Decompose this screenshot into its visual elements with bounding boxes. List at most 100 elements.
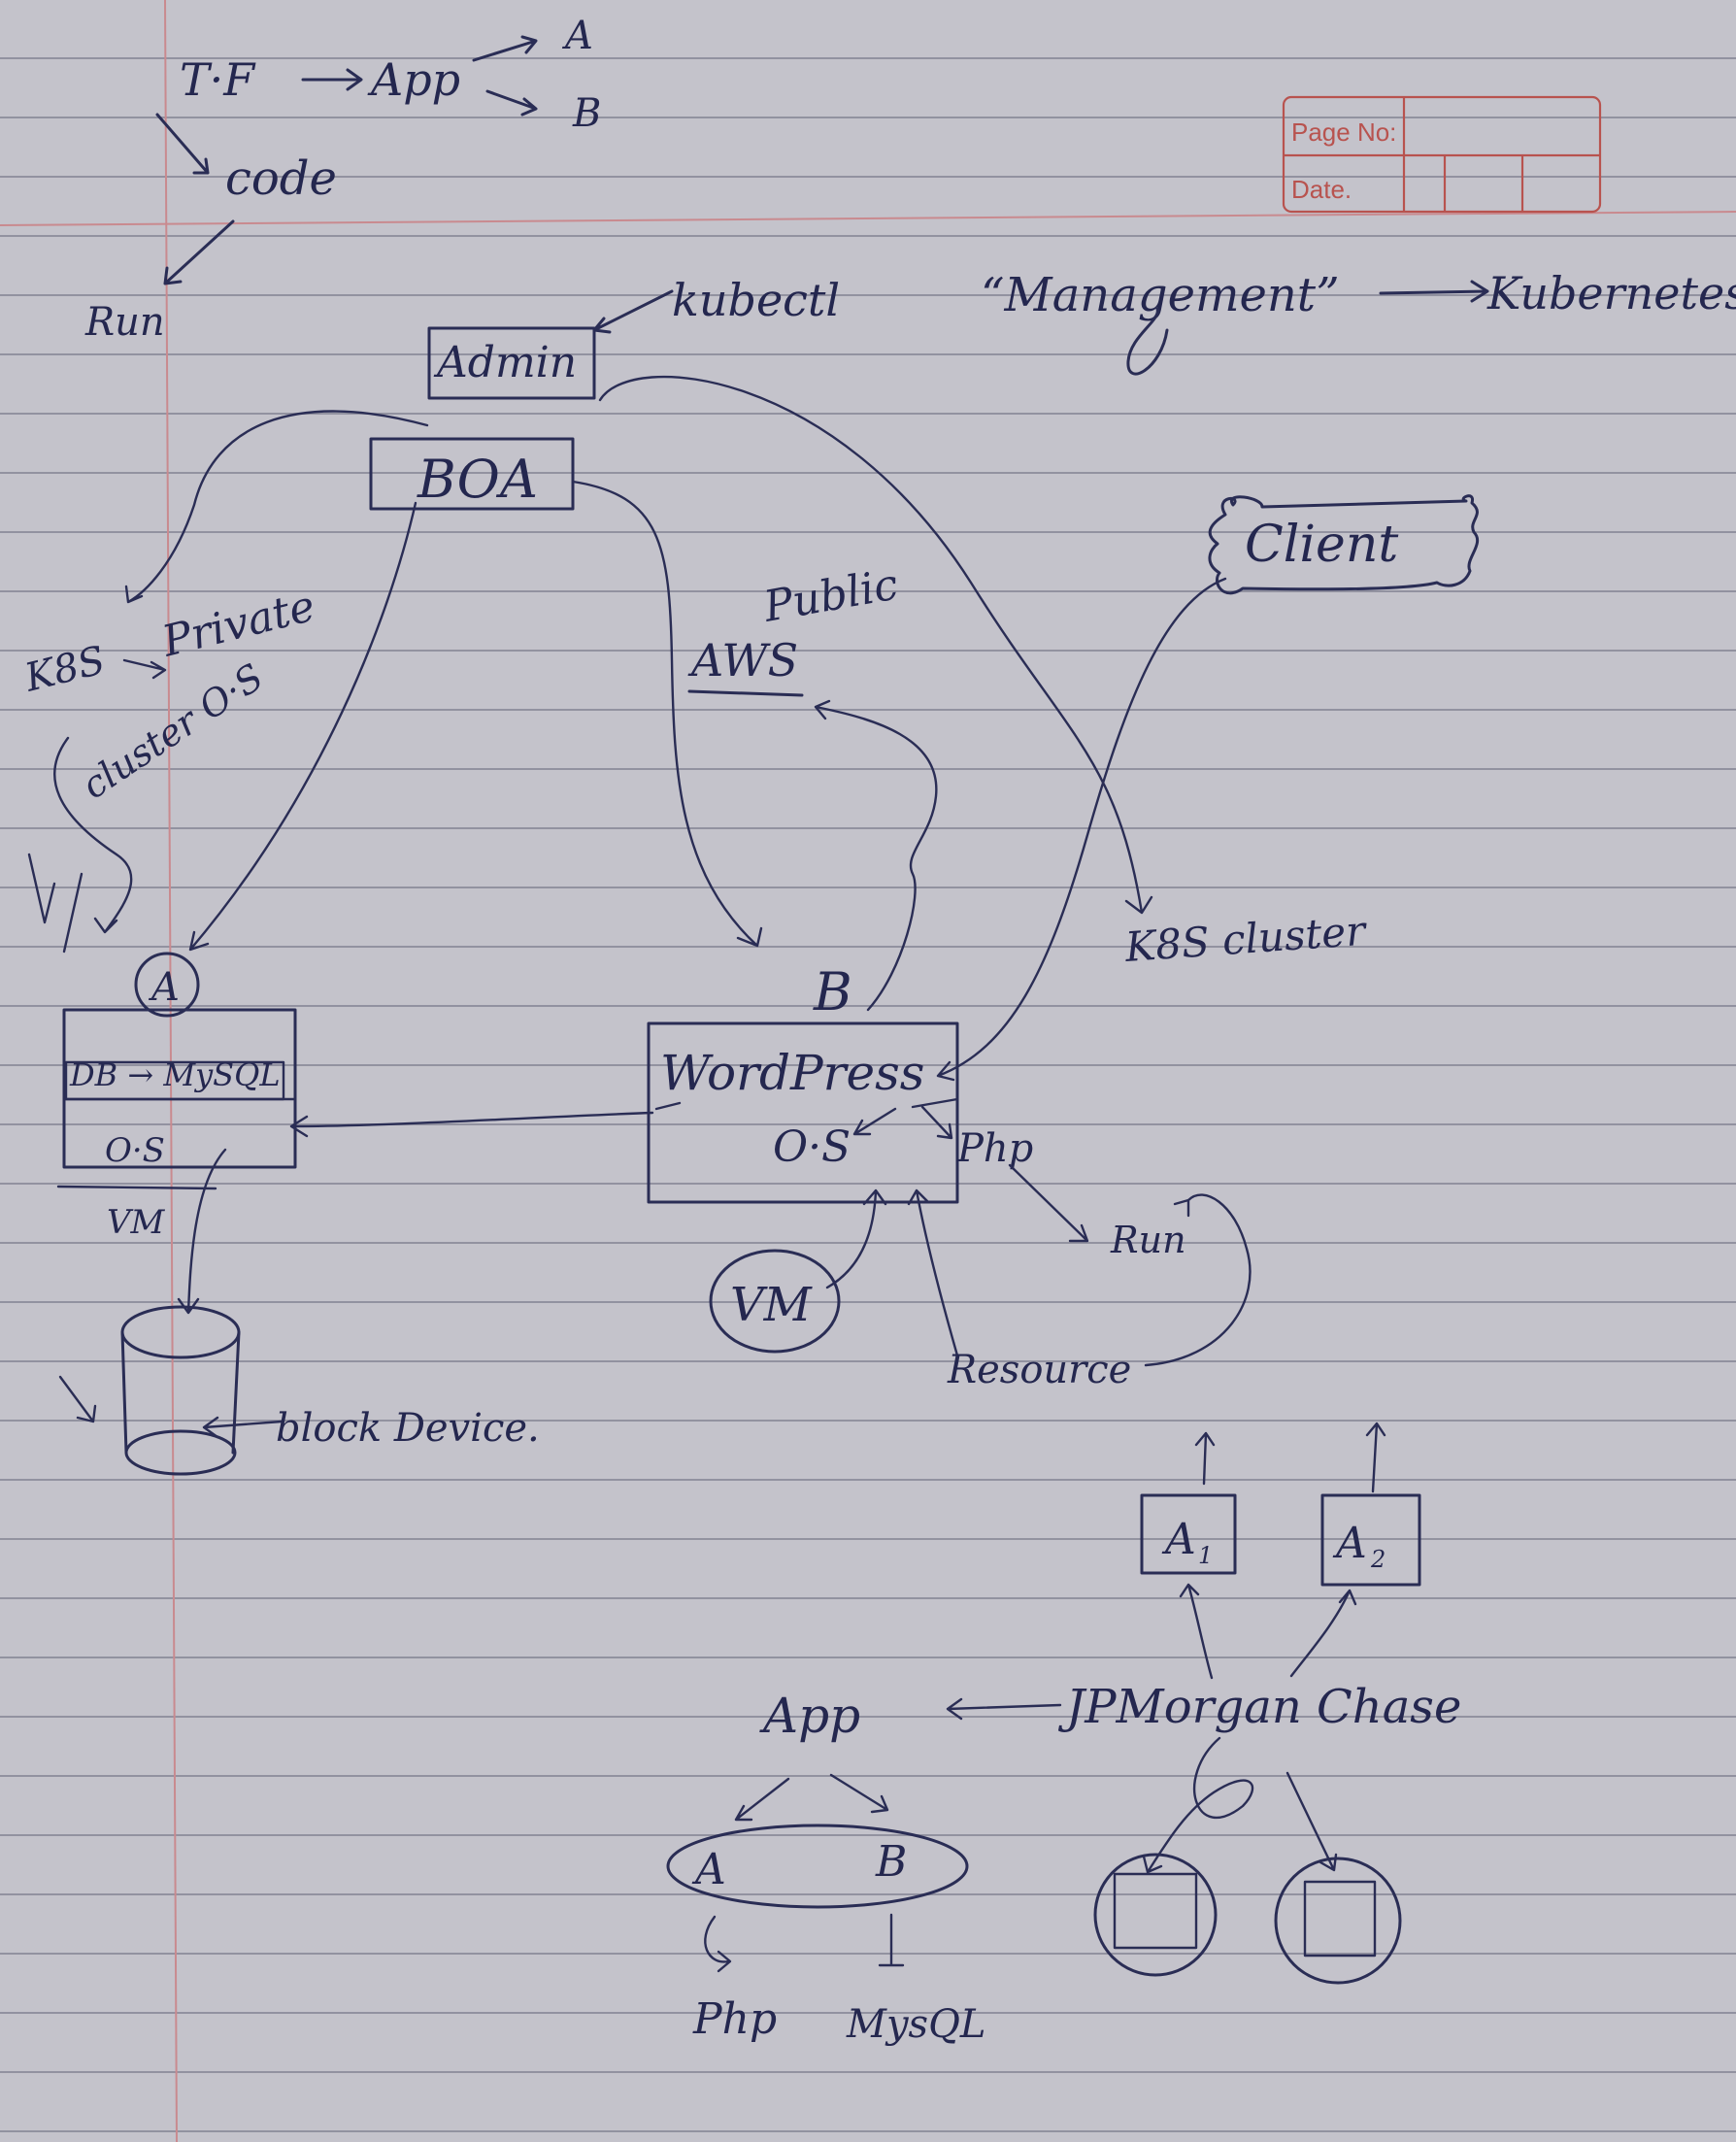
- arrow-jpmorgan-node-right: [1285, 1771, 1338, 1872]
- resource-label: Resource: [947, 1348, 1131, 1392]
- block-device-label: block Device.: [276, 1406, 540, 1451]
- vm-mid-label: VM: [730, 1278, 814, 1332]
- arrow-php-run: [1008, 1163, 1089, 1243]
- run-loop-arrow: [1144, 1193, 1252, 1367]
- arrow-a2-up: [1365, 1422, 1386, 1493]
- page-date-stamp: Page No: Date.: [1282, 95, 1602, 214]
- left-vm-stack: A DB → MySQL O·S VM: [56, 952, 297, 1242]
- arrow-tf-code: [155, 113, 210, 175]
- run-mid-label: Run: [1110, 1219, 1186, 1261]
- a-circle-label: A: [148, 965, 180, 1010]
- k8s-cluster-label: K8S cluster: [1122, 907, 1369, 971]
- tf-label: T·F: [180, 53, 256, 106]
- page-no-label: Page No:: [1291, 117, 1396, 147]
- node-left-circle: [1093, 1853, 1218, 1977]
- b-mid-label: B: [813, 961, 852, 1022]
- top-notes: T·F App A B code Run: [84, 14, 601, 345]
- arrow-resource-os: [907, 1188, 959, 1357]
- client-cloud: Client: [1208, 494, 1480, 595]
- arrow-into-block: [58, 1375, 97, 1423]
- management-notes: kubectl “Management” Kubernetes: [592, 267, 1736, 376]
- jpmorgan-label: JPMorgan Chase: [1057, 1680, 1461, 1734]
- arrow-vm-block: [177, 1148, 227, 1315]
- b-top-label: B: [572, 91, 601, 136]
- arrow-kubectl-admin: [592, 289, 674, 334]
- arrow-os: [852, 1107, 897, 1136]
- wordpress-label: WordPress: [660, 1045, 924, 1101]
- admin-label: Admin: [433, 338, 577, 387]
- management-label: “Management”: [981, 268, 1340, 322]
- down-strokes: [27, 853, 83, 954]
- arrow-boa-wordpress: [571, 480, 763, 948]
- arrow-app-a: [734, 1777, 790, 1822]
- kubernetes-label: Kubernetes: [1486, 267, 1736, 319]
- connector-arrows: [124, 375, 1227, 1315]
- wordpress-box: B WordPress O·S Php: [647, 961, 1033, 1204]
- kubectl-label: kubectl: [672, 274, 840, 326]
- arrow-jpmorgan-a1: [1179, 1583, 1214, 1680]
- management-swash: [1126, 307, 1169, 376]
- client-label: Client: [1245, 516, 1398, 574]
- vm-left-label: VM: [107, 1203, 166, 1242]
- wordpress-resources: VM Resource Run: [709, 1163, 1252, 1392]
- php-mid-label: Php: [956, 1126, 1033, 1171]
- arrow-client-wordpress: [936, 577, 1227, 1082]
- run-left-label: Run: [84, 300, 165, 345]
- k8s-private-label: K8S: [19, 638, 109, 701]
- arrow-management-kubernetes: [1379, 280, 1489, 303]
- app-bottom-label: App: [759, 1688, 860, 1744]
- node-left-box: [1113, 1872, 1198, 1950]
- php-bottom-label: Php: [692, 1994, 777, 2044]
- aws-public-notes: Public AWS: [687, 559, 902, 697]
- arrow-tf-app: [301, 68, 363, 91]
- os-mid-label: O·S: [773, 1122, 851, 1172]
- arrow-code-run: [163, 219, 235, 285]
- arrow-wordpress-aws: [814, 699, 938, 1012]
- a1-subscript: 1: [1198, 1542, 1213, 1569]
- arrow-a-php: [704, 1915, 732, 1973]
- public-label: Public: [759, 559, 902, 632]
- line-b-mysql: [878, 1913, 905, 1967]
- jpmorgan-section: A 1 A 2 JPMorgan Chase: [946, 1422, 1461, 1985]
- arrow-wordpress-os-left: [289, 1111, 654, 1138]
- arrow-jpmorgan-node-left: [1142, 1736, 1254, 1874]
- admin-box: Admin: [427, 326, 596, 400]
- block-device-cylinder: block Device.: [58, 1305, 540, 1476]
- arrow-a1-up: [1194, 1431, 1216, 1486]
- b-bottom-label: B: [875, 1837, 907, 1887]
- a2-subscript: 2: [1370, 1546, 1385, 1573]
- a1-label: A: [1161, 1515, 1196, 1564]
- arrow-boa-k8s: [124, 410, 429, 604]
- margin-line: [164, 0, 178, 2142]
- aws-label: AWS: [687, 634, 798, 686]
- app-ellipse: [666, 1824, 969, 1909]
- boa-box: BOA: [369, 437, 575, 511]
- arrow-admin-k8s-cluster: [598, 375, 1153, 915]
- a-bottom-label: A: [691, 1845, 726, 1894]
- header-rule: [0, 211, 1736, 226]
- arrow-block-label: [202, 1416, 284, 1439]
- mysql-bottom-label: MysQL: [846, 2002, 985, 2047]
- arrow-php: [920, 1105, 953, 1140]
- arrow-boa-a: [188, 501, 417, 952]
- arrow-app-b: [485, 89, 538, 117]
- arrow-app-a: [472, 35, 538, 62]
- app-top-label: App: [367, 53, 460, 106]
- cluster-loop-arrow: [53, 736, 133, 934]
- arrow-jpmorgan-a2: [1289, 1589, 1357, 1678]
- arrow-k8s-private: [122, 658, 167, 680]
- arrow-vm-os: [825, 1188, 887, 1289]
- private-label: Private: [156, 582, 319, 667]
- a-top-label: A: [561, 14, 593, 58]
- os-left-label: O·S: [105, 1131, 165, 1170]
- code-label: code: [225, 151, 337, 206]
- a2-label: A: [1332, 1519, 1367, 1568]
- boa-label: BOA: [417, 449, 538, 510]
- arrow-jpmorgan-app: [946, 1697, 1062, 1721]
- node-right-circle: [1274, 1857, 1402, 1985]
- arrow-app-b: [829, 1773, 889, 1814]
- app-bottom-section: App A B Php MysQL: [666, 1688, 985, 2047]
- node-right-box: [1303, 1880, 1377, 1958]
